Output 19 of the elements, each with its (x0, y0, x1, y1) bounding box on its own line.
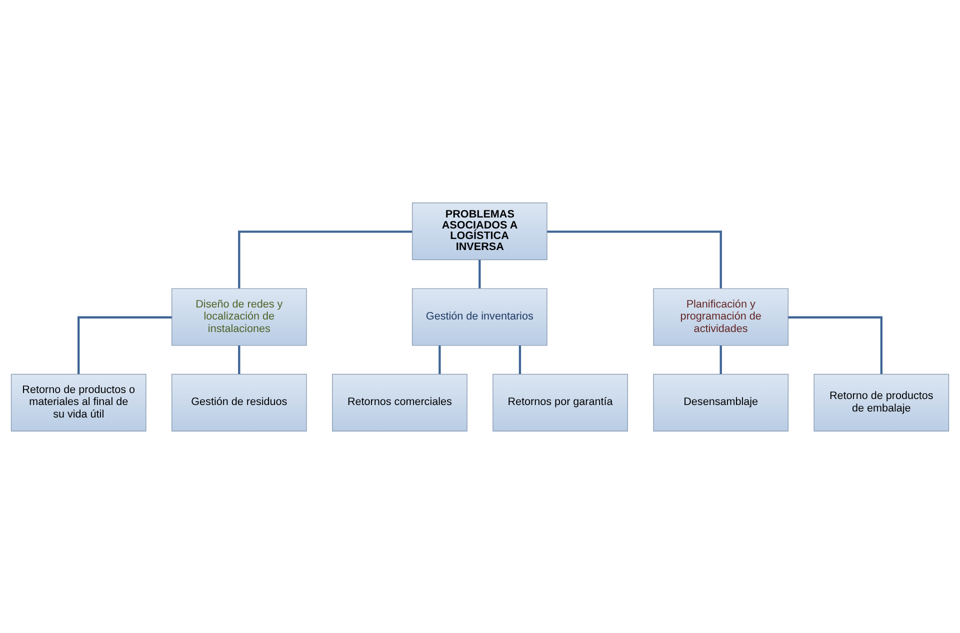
node-box: Retornos por garantía (492, 373, 628, 431)
node-box: Gestión de residuos (171, 373, 307, 431)
node-box: Gestión de inventarios (412, 288, 548, 346)
node-box: Retornos comerciales (332, 373, 468, 431)
connector (78, 316, 172, 374)
node-box: Planificación y programación de actividades (653, 288, 789, 346)
node-box: PROBLEMAS ASOCIADOS A LOGÍSTICA INVERSA (412, 202, 548, 260)
connector (478, 259, 481, 288)
connector (238, 230, 412, 288)
node-box: Retorno de productos de embalaje (814, 373, 950, 431)
connector (547, 230, 722, 288)
node-box: Retorno de productos o materiales al final de su vida útil (10, 373, 146, 431)
node-box: Diseño de redes y localización de instalaciones (171, 288, 307, 346)
connector (518, 345, 522, 374)
connector (788, 316, 882, 374)
connector (438, 345, 441, 374)
connector (238, 345, 240, 374)
connector (720, 345, 722, 374)
node-box: Desensamblaje (653, 373, 789, 431)
